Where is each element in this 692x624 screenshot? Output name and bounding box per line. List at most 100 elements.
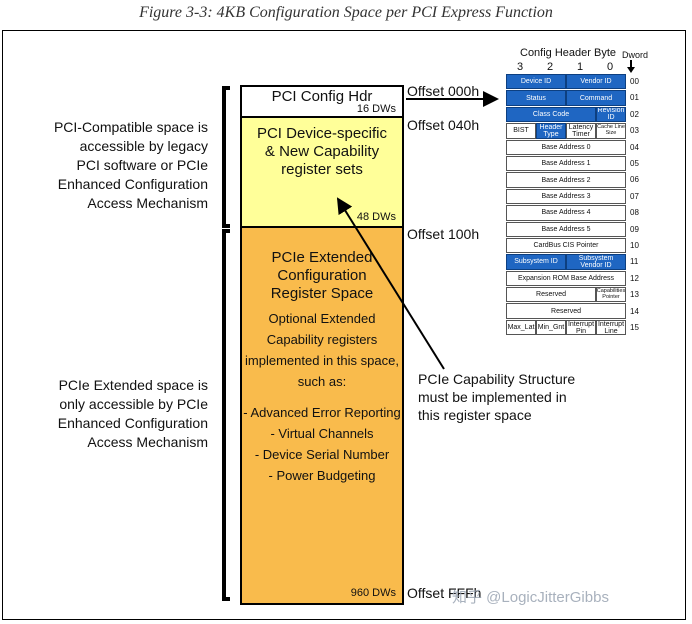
config-field: CardBus CIS Pointer <box>506 237 626 254</box>
config-field: Vendor ID <box>566 74 626 90</box>
dword-number: 15 <box>630 323 639 332</box>
ext-block-title-3: Register Space <box>270 285 374 302</box>
dword-number: 06 <box>630 175 639 185</box>
config-row: Base Address 2 <box>506 172 626 188</box>
config-field: Base Address 1 <box>506 155 626 172</box>
config-field: Latency Timer <box>566 123 596 139</box>
dword-number: 04 <box>630 142 639 152</box>
config-field: Revision ID <box>596 106 626 123</box>
pci-compatible-label: PCI-Compatible space is accessible by le… <box>30 118 208 213</box>
ext-block-title-1: PCIe Extended <box>271 249 373 266</box>
config-field: Interrupt Pin <box>566 319 596 336</box>
config-row: Expansion ROM Base Address <box>506 270 626 287</box>
device-block-size: 48 DWs <box>356 211 396 223</box>
config-field: Base Address 5 <box>506 221 626 237</box>
ext-desc-4: such as: <box>297 374 347 389</box>
note-line-1: PCIe Capability Structure <box>418 371 576 387</box>
compat-line-3: PCI software or PCIe <box>76 157 209 173</box>
config-field: Base Address 2 <box>506 172 626 188</box>
ext-item-pb: - Power Budgeting <box>268 468 376 483</box>
dword-number: 01 <box>630 93 639 103</box>
ext-desc-2: Capability registers <box>266 332 378 347</box>
ext-block-size: 960 DWs <box>350 587 396 599</box>
config-field: Capabilities Pointer <box>596 287 626 303</box>
dword-label: Dword <box>622 50 649 60</box>
note-line-3: this register space <box>418 407 532 423</box>
config-field: Base Address 4 <box>506 205 626 221</box>
dword-number: 13 <box>630 290 639 300</box>
dword-number: 02 <box>630 109 639 119</box>
header-block-size: 16 DWs <box>356 103 396 115</box>
config-field: Cache Line Size <box>596 123 626 139</box>
capability-structure-arrow <box>336 197 445 370</box>
dword-number: 09 <box>630 224 639 234</box>
config-row: Base Address 5 <box>506 221 626 238</box>
config-row: Base Address 1 <box>506 155 626 172</box>
config-field: Min_Gnt <box>536 319 566 336</box>
config-field: Command <box>566 90 626 106</box>
ext-side-line-3: Enhanced Configuration <box>57 415 208 431</box>
ext-item-aer: - Advanced Error Reporting <box>243 405 401 420</box>
config-field: Subsystem ID <box>506 254 566 270</box>
config-field: BIST <box>506 123 536 139</box>
figure-caption: Figure 3-3: 4KB Configuration Space per … <box>139 4 553 21</box>
compat-line-4: Enhanced Configuration <box>57 176 208 192</box>
config-header-title: Config Header Byte <box>520 47 616 59</box>
dword-number: 10 <box>630 241 639 250</box>
pcie-extended-label: PCIe Extended space is only accessible b… <box>30 376 208 452</box>
ext-desc-3: implemented in this space, <box>245 353 399 368</box>
dword-number: 14 <box>630 306 639 316</box>
ext-side-line-1: PCIe Extended space is <box>58 377 208 393</box>
capability-structure-note: PCIe Capability Structure must be implem… <box>418 370 575 424</box>
offset-fffh: Offset FFFh <box>407 585 482 601</box>
config-field: Base Address 3 <box>506 188 626 205</box>
dword-number: 03 <box>630 126 639 136</box>
ext-item-dsn: - Device Serial Number <box>254 447 390 462</box>
compat-line-5: Access Mechanism <box>87 195 208 211</box>
config-row: Base Address 3 <box>506 188 626 205</box>
byte-label-2: 2 <box>547 61 554 73</box>
config-field: Class Code <box>506 106 596 123</box>
extended-space-bracket <box>222 229 230 601</box>
dword-number: 11 <box>630 257 639 267</box>
dword-number: 05 <box>630 159 639 168</box>
config-field: Max_Lat <box>506 319 536 336</box>
config-field: Base Address 0 <box>506 139 626 155</box>
config-field: Device ID <box>506 74 566 90</box>
dword-down-arrow-icon <box>627 60 635 73</box>
ext-desc-1: Optional Extended <box>268 311 376 326</box>
config-row: Reserved <box>506 303 626 319</box>
pci-config-header-block: PCI Config Hdr 16 DWs <box>240 85 404 118</box>
figure-frame <box>2 30 686 620</box>
extended-config-block: PCIe Extended Configuration Register Spa… <box>240 226 404 605</box>
note-line-2: must be implemented in <box>418 389 567 405</box>
config-field: Expansion ROM Base Address <box>506 270 626 287</box>
config-field: Subsystem Vendor ID <box>566 254 626 270</box>
offset-000h: Offset 000h <box>407 83 480 99</box>
dword-number: 00 <box>630 77 639 86</box>
offset-100h: Offset 100h <box>407 226 480 242</box>
header-block-title: PCI Config Hdr <box>271 88 373 105</box>
config-row: CardBus CIS Pointer <box>506 237 626 254</box>
byte-label-0: 0 <box>607 61 614 73</box>
dword-number: 08 <box>630 208 639 218</box>
device-block-title-1: PCI Device-specific <box>256 125 388 142</box>
config-row: Base Address 4 <box>506 205 626 221</box>
dword-number: 07 <box>630 191 639 201</box>
config-field: Interrupt Line <box>596 319 626 336</box>
device-specific-block: PCI Device-specific & New Capability reg… <box>240 116 404 228</box>
dword-number: 12 <box>630 273 639 283</box>
config-field: Header Type <box>536 123 566 139</box>
device-block-title-3: register sets <box>281 161 363 178</box>
compat-line-1: PCI-Compatible space is <box>53 119 208 135</box>
ext-block-title-2: Configuration <box>277 267 367 284</box>
